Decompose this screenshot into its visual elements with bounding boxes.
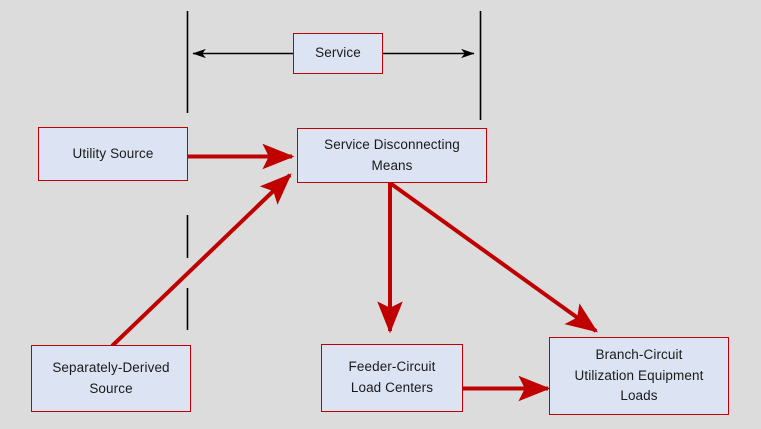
- node-service-line-0: Service: [315, 45, 361, 61]
- node-feeder-circuit-load-centers-line-1: Load Centers: [350, 380, 434, 395]
- node-utility-source-line-0: Utility Source: [72, 145, 154, 161]
- connector-separately-derived-to-service-disconnect: [110, 173, 292, 348]
- node-branch-circuit-line-1: Utilization Equipment: [574, 367, 704, 383]
- node-branch-circuit-line-0: Branch-Circuit: [595, 346, 683, 362]
- node-feeder-circuit-load-centers[interactable]: Feeder-Circuit Load Centers: [321, 344, 463, 412]
- connector-service-disconnect-to-branch: [388, 181, 598, 333]
- node-feeder-circuit-load-centers-line-0: Feeder-Circuit: [348, 359, 436, 375]
- node-service-disconnecting-means-line-1: Means: [371, 157, 413, 173]
- node-branch-circuit-line-2: Loads: [620, 388, 658, 404]
- node-separately-derived-source-line-1: Source: [89, 380, 133, 396]
- node-separately-derived-source-line-0: Separately-Derived: [52, 359, 170, 375]
- node-separately-derived-source[interactable]: Separately-Derived Source: [31, 345, 191, 412]
- node-service-disconnecting-means-line-0: Service Disconnecting: [324, 136, 460, 152]
- node-service[interactable]: Service: [293, 33, 383, 74]
- node-branch-circuit-utilization-equipment-loads[interactable]: Branch-Circuit Utilization Equipment Loa…: [549, 337, 729, 415]
- node-utility-source[interactable]: Utility Source: [38, 127, 188, 181]
- node-service-disconnecting-means[interactable]: Service Disconnecting Means: [297, 128, 487, 183]
